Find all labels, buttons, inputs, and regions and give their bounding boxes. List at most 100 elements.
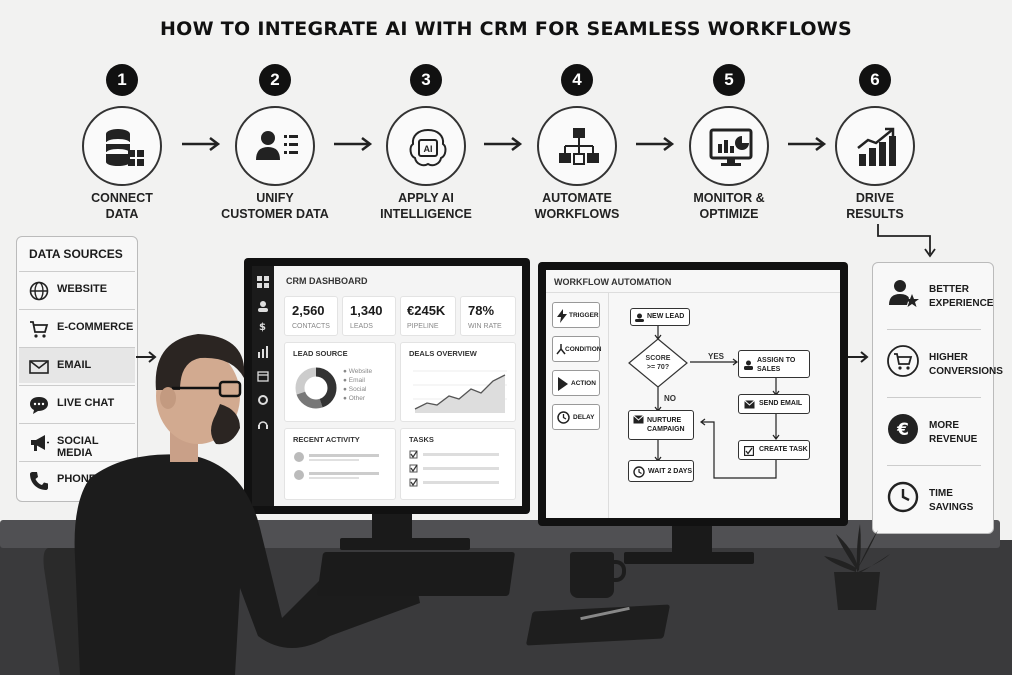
divider: [887, 397, 981, 398]
monitor-chart-icon: [709, 128, 753, 166]
arrow-right-icon: [848, 351, 869, 363]
branch-icon: [556, 344, 566, 355]
source-ecommerce[interactable]: E-COMMERCE: [19, 309, 135, 345]
keyboard[interactable]: [316, 552, 516, 596]
org-chart-icon: [559, 128, 599, 165]
clock-icon: [633, 466, 645, 478]
source-website[interactable]: WEBSITE: [19, 271, 135, 307]
envelope-icon: [633, 415, 644, 424]
activity-list: [294, 452, 379, 480]
bar-chart-icon[interactable]: [257, 346, 269, 358]
step-5-circle: [689, 106, 769, 186]
source-social-media[interactable]: SOCIAL MEDIA: [19, 423, 135, 459]
step-6-circle: [835, 106, 915, 186]
node-send-email[interactable]: SEND EMAIL: [738, 394, 810, 414]
step-4-circle: [537, 106, 617, 186]
tasks-card: TASKS: [400, 428, 516, 500]
svg-text:AI: AI: [424, 144, 433, 154]
divider: [887, 329, 981, 330]
lead-source-legend: ● Website ● Email ● Social ● Other: [343, 368, 373, 402]
kpi-contacts: 2,560 CONTACTS: [284, 296, 338, 336]
phone-icon: [30, 472, 48, 490]
calendar-icon[interactable]: [257, 370, 269, 382]
divider: [546, 292, 840, 293]
growth-chart-icon: [857, 127, 896, 166]
plant: [824, 524, 890, 610]
workflow-title: WORKFLOW AUTOMATION: [554, 277, 672, 287]
source-email[interactable]: EMAIL: [19, 347, 135, 383]
megaphone-icon: [31, 435, 49, 451]
monitor-base: [340, 538, 470, 550]
task-list: [409, 450, 499, 487]
divider: [608, 292, 609, 518]
data-sources-title: DATA SOURCES: [29, 247, 123, 261]
step-2-circle: [235, 106, 315, 186]
mug-handle: [610, 560, 626, 582]
source-phone[interactable]: PHONE: [19, 461, 135, 497]
arrow-right-icon: [182, 137, 221, 151]
crm-title: CRM DASHBOARD: [286, 276, 368, 286]
step-4-number: 4: [561, 64, 593, 96]
crm-screen: $ CRM DASHBOARD 2,560 CONTACTS 1,340 LEA…: [252, 266, 522, 506]
deals-area-chart: [413, 370, 507, 413]
step-5-label: MONITOR &OPTIMIZE: [693, 191, 765, 221]
page-title: HOW TO INTEGRATE AI WITH CRM FOR SEAMLES…: [159, 18, 853, 40]
arrow-right-icon: [788, 137, 827, 151]
envelope-icon: [744, 400, 755, 409]
lightning-icon: [557, 309, 567, 323]
node-create-task[interactable]: CREATE TASK: [738, 440, 810, 460]
clock-icon: [887, 481, 919, 513]
step-3-circle: AI: [386, 106, 466, 186]
euro-icon: €: [888, 414, 918, 444]
score-condition-label: SCORE>= 70?: [645, 355, 671, 371]
node-score-diamond[interactable]: [628, 338, 688, 388]
gear-icon[interactable]: [257, 394, 269, 406]
arrow-right-icon: [136, 351, 157, 363]
workflow-monitor: WORKFLOW AUTOMATION TRIGGER CONDITION AC…: [538, 262, 848, 526]
recent-activity-card: RECENT ACTIVITY: [284, 428, 396, 500]
step-1-number: 1: [106, 64, 138, 96]
arrow-right-icon: [636, 137, 675, 151]
cart-circle-icon: [887, 345, 919, 377]
step-3-number: 3: [410, 64, 442, 96]
user-icon[interactable]: [257, 300, 269, 312]
node-wait-2-days[interactable]: WAIT 2 DAYS: [628, 460, 694, 482]
dollar-icon[interactable]: $: [259, 322, 266, 333]
arrow-right-icon: [334, 137, 373, 151]
palette-action[interactable]: ACTION: [552, 370, 600, 396]
chat-icon: [30, 397, 48, 414]
node-new-lead[interactable]: NEW LEAD: [630, 308, 690, 326]
kpi-pipeline: €245K PIPELINE: [400, 296, 456, 336]
data-sources-panel: DATA SOURCES WEBSITE E-COMMERCE EMAIL LI…: [16, 236, 138, 502]
cart-icon: [30, 321, 49, 338]
headset-icon[interactable]: [257, 418, 269, 430]
step-1-circle: [82, 106, 162, 186]
grid-icon[interactable]: [257, 276, 269, 288]
palette-condition[interactable]: CONDITION: [552, 336, 601, 362]
workflow-screen: WORKFLOW AUTOMATION TRIGGER CONDITION AC…: [546, 270, 840, 518]
source-live-chat[interactable]: LIVE CHAT: [19, 385, 135, 421]
palette-delay[interactable]: DELAY: [552, 404, 600, 430]
step-2-number: 2: [259, 64, 291, 96]
arrow-right-icon: [484, 137, 523, 151]
user-icon: [744, 360, 753, 370]
kpi-win-rate: 78% WIN RATE: [460, 296, 516, 336]
svg-text:€: €: [896, 420, 909, 440]
globe-icon: [29, 281, 49, 301]
no-label: NO: [664, 394, 676, 403]
step-5-number: 5: [713, 64, 745, 96]
deals-overview-card: DEALS OVERVIEW: [400, 342, 516, 422]
clock-icon: [557, 411, 570, 424]
yes-label: YES: [708, 352, 725, 361]
palette-trigger[interactable]: TRIGGER: [552, 302, 600, 328]
